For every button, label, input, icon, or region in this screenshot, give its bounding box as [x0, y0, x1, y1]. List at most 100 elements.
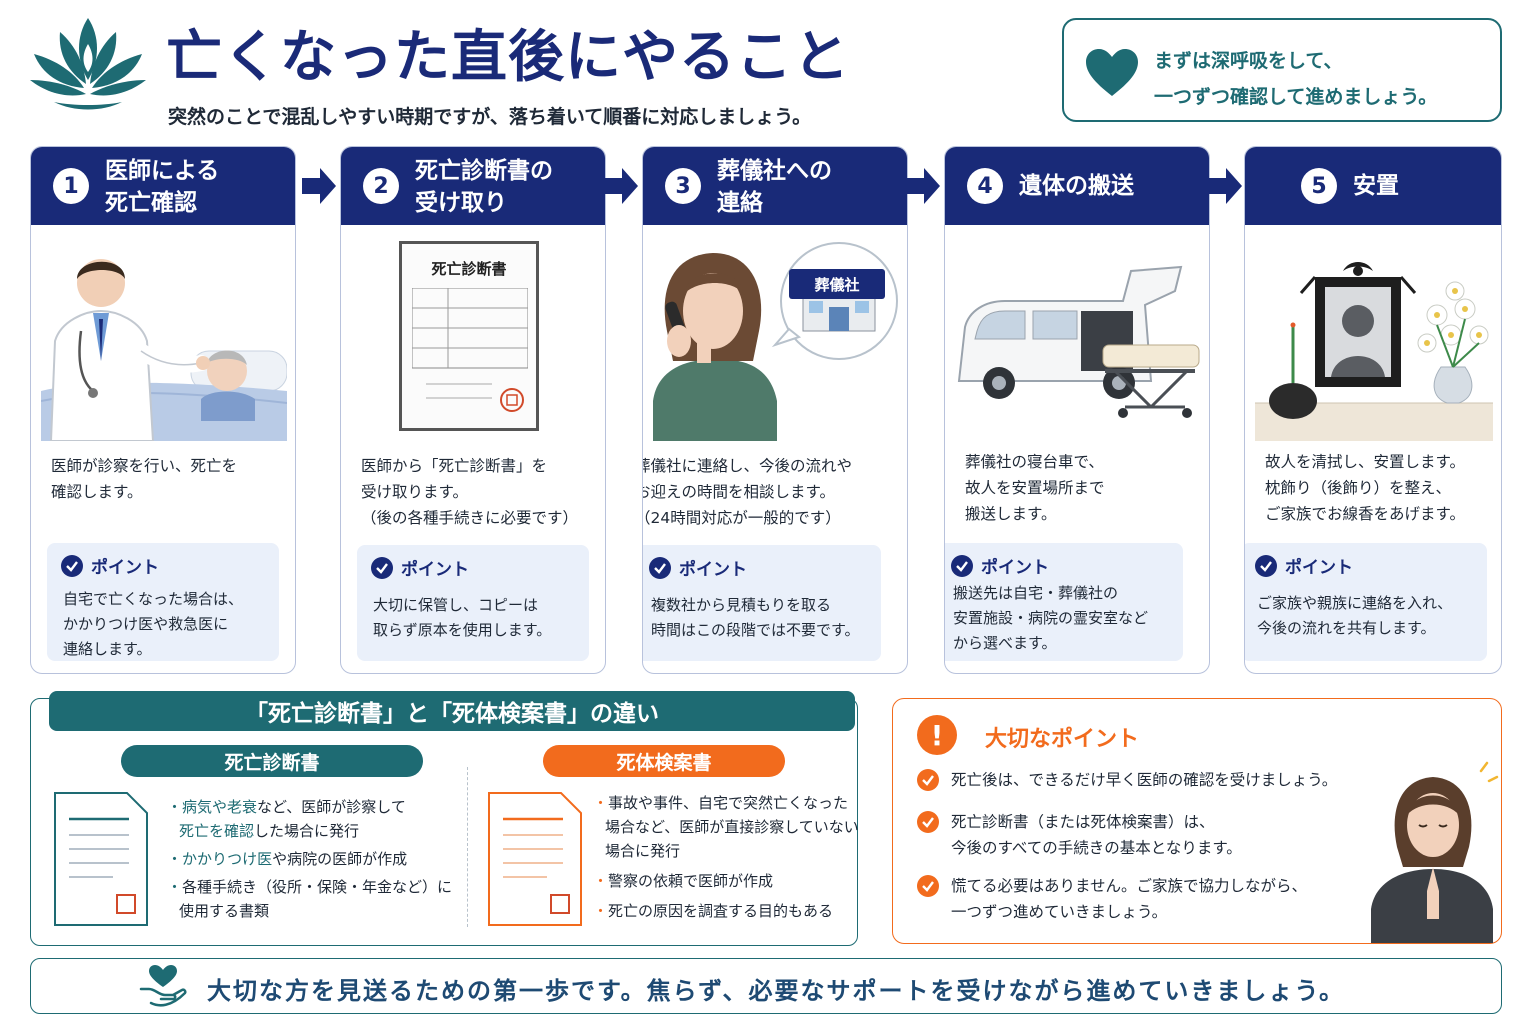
- important-item-1: 死亡後は、できるだけ早く医師の確認を受けましょう。: [951, 767, 1337, 793]
- point-box: ポイント 自宅で亡くなった場合は、 かかりつけ医や救急医に 連絡します。: [47, 543, 279, 661]
- check-circle-icon: [649, 556, 671, 579]
- important-item-line: 死亡後は、できるだけ早く医師の確認を受けましょう。: [951, 771, 1338, 789]
- point-text-line: 取らず原本を使用します。: [373, 621, 552, 639]
- step-description-line: お迎えの時間を相談します。: [642, 483, 835, 501]
- point-text: ご家族や親族に連絡を入れ、 今後の流れを共有します。: [1257, 591, 1452, 641]
- check-circle-icon: [917, 769, 939, 791]
- step-card-5: 5 安置 故人を清拭し、安置します。 枕飾り（後飾り）を整え、 ご家族でお線香を…: [1244, 146, 1502, 674]
- point-label: ポイント: [981, 558, 1049, 578]
- step-description-line: 搬送します。: [965, 505, 1057, 523]
- step-number: 1: [53, 168, 89, 204]
- difference-section: 「死亡診断書」と「死体検案書」の違い 死亡診断書 ・病気や老衰など、医師が診察し…: [30, 691, 859, 946]
- step-card-4: 4 遺体の搬送 葬儀社の寝台車で、 故人を安置場所まで 搬送します。 ポイント …: [944, 146, 1210, 674]
- postmortem-certificate-label: 死体検案書: [543, 745, 785, 777]
- arrow-right-icon: [1208, 168, 1242, 204]
- advice-note-line-1: まずは深呼吸をして、: [1154, 50, 1343, 72]
- step-description-line: ご家族でお線香をあげます。: [1265, 505, 1465, 523]
- step-title: 遺体の搬送: [1019, 173, 1134, 199]
- difference-title: 「死亡診断書」と「死体検案書」の違い: [49, 691, 855, 731]
- point-text: 大切に保管し、コピーは 取らず原本を使用します。: [373, 593, 551, 643]
- step-description-line: 確認します。: [51, 483, 143, 501]
- step-title-line-2: 連絡: [717, 190, 763, 216]
- praying-woman-illustration: [1371, 761, 1499, 943]
- step-header: 2 死亡診断書の 受け取り: [341, 147, 605, 225]
- memorial-altar-illustration: [1255, 262, 1493, 441]
- step-description-line: 受け取ります。: [361, 483, 468, 501]
- point-text-line: 時間はこの段階では不要です。: [651, 621, 860, 639]
- doctor-checking-patient-illustration: [41, 231, 287, 441]
- important-item-3: 慌てる必要はありません。ご家族で協力しながら、 一つずつ進めていきましょう。: [951, 873, 1307, 925]
- check-circle-icon: [917, 811, 939, 833]
- important-points-section: ! 大切なポイント 死亡後は、できるだけ早く医師の確認を受けましょう。 死亡診断…: [892, 698, 1502, 944]
- arrow-right-icon: [906, 168, 940, 204]
- document-icon: [54, 792, 148, 926]
- important-points-title: 大切なポイント: [985, 727, 1140, 752]
- document-icon: [488, 792, 582, 926]
- death-certificate-illustration: 死亡診断書: [399, 241, 539, 431]
- arrow-right-icon: [302, 168, 336, 204]
- step-description-line: （後の各種手続きに必要です）: [361, 509, 579, 527]
- advice-note-line-2: 一つずつ確認して進めましょう。: [1154, 86, 1438, 108]
- step-title: 安置: [1353, 173, 1399, 199]
- point-box: ポイント ご家族や親族に連絡を入れ、 今後の流れを共有します。: [1245, 543, 1487, 661]
- step-number: 2: [363, 168, 399, 204]
- step-description-line: 医師が診察を行い、死亡を: [51, 457, 238, 475]
- bullet-item-cont: 死亡を確認した場合に発行: [179, 822, 360, 840]
- point-text-line: ご家族や親族に連絡を入れ、: [1257, 594, 1453, 612]
- postmortem-certificate-bullets: ・事故や事件、自宅で突然亡くなった 場合など、医師が直接診察していない 場合に発…: [593, 791, 859, 923]
- point-text: 複数社から見積もりを取る 時間はこの段階では不要です。: [651, 593, 860, 643]
- advice-note-box: まずは深呼吸をして、 一つずつ確認して進めましょう。: [1062, 18, 1502, 122]
- point-text-line: かかりつけ医や救急医に: [63, 615, 229, 633]
- step-header: 3 葬儀社への 連絡: [643, 147, 907, 225]
- step-title-line-1: 医師による: [105, 158, 220, 184]
- check-circle-icon: [917, 875, 939, 897]
- point-header: ポイント: [951, 553, 1049, 578]
- bullet-item-cont: 場合に発行: [605, 842, 681, 860]
- bullet-item: ・死亡の原因を調査する目的もある: [593, 902, 834, 920]
- step-number: 5: [1301, 168, 1337, 204]
- point-text-line: 複数社から見積もりを取る: [651, 596, 832, 614]
- step-title-line-1: 死亡診断書の: [415, 158, 553, 184]
- death-certificate-bullets: ・病気や老衰など、医師が診察して 死亡を確認した場合に発行 ・かかりつけ医や病院…: [167, 795, 452, 923]
- step-description-line: 故人を安置場所まで: [965, 479, 1105, 497]
- point-header: ポイント: [649, 555, 747, 580]
- document-lines-icon: [412, 288, 528, 412]
- step-number: 3: [665, 168, 701, 204]
- step-description: 医師から「死亡診断書」を 受け取ります。 （後の各種手続きに必要です）: [361, 453, 578, 531]
- point-text-line: 自宅で亡くなった場合は、: [63, 590, 244, 608]
- point-label: ポイント: [401, 560, 469, 580]
- page-subtitle: 突然のことで混乱しやすい時期ですが、落ち着いて順番に対応しましょう。: [168, 106, 812, 128]
- step-description-line: 枕飾り（後飾り）を整え、: [1265, 479, 1452, 497]
- point-header: ポイント: [61, 553, 159, 578]
- point-text-line: 連絡します。: [63, 640, 152, 658]
- footer-banner: 大切な方を見送るための第一歩です。焦らず、必要なサポートを受けながら進めていきま…: [30, 958, 1502, 1014]
- step-description-line: 葬儀社に連絡し、今後の流れや: [642, 457, 853, 475]
- page-title: 亡くなった直後にやること: [166, 25, 850, 90]
- check-circle-icon: [371, 556, 393, 579]
- important-item-line: 今後のすべての手続きの基本となります。: [951, 839, 1242, 857]
- document-label: 死亡診断書: [431, 260, 507, 278]
- death-certificate-label: 死亡診断書: [121, 745, 423, 777]
- step-header: 1 医師による 死亡確認: [31, 147, 295, 225]
- check-circle-icon: [1255, 554, 1277, 577]
- point-text-line: 大切に保管し、コピーは: [373, 596, 539, 614]
- step-description: 医師が診察を行い、死亡を 確認します。: [51, 453, 237, 505]
- step-title-line-2: 死亡確認: [105, 190, 197, 216]
- bullet-item: ・各種手続き（役所・保険・年金など）に: [167, 878, 453, 896]
- divider: [467, 767, 468, 927]
- heart-hands-icon: [139, 965, 187, 1007]
- point-text-line: 安置施設・病院の霊安室など: [953, 609, 1149, 627]
- hearse-van-illustration: [957, 265, 1200, 418]
- important-item-line: 死亡診断書（または死体検案書）は、: [951, 813, 1215, 831]
- step-number: 4: [967, 168, 1003, 204]
- point-text-line: 搬送先は自宅・葬儀社の: [953, 584, 1119, 602]
- check-circle-icon: [951, 554, 973, 577]
- point-label: ポイント: [91, 558, 159, 578]
- step-header: 5 安置: [1245, 147, 1501, 225]
- important-item-line: 一つずつ進めていきましょう。: [951, 903, 1168, 921]
- step-card-1: 1 医師による 死亡確認 医師が診察を行い、死亡を 確認します。: [30, 146, 296, 674]
- step-description-line: 故人を清拭し、安置します。: [1265, 453, 1465, 471]
- bullet-item: ・かかりつけ医や病院の医師が作成: [167, 850, 408, 868]
- step-description-line: 葬儀社の寝台車で、: [965, 453, 1104, 471]
- exclamation-icon: !: [917, 715, 957, 755]
